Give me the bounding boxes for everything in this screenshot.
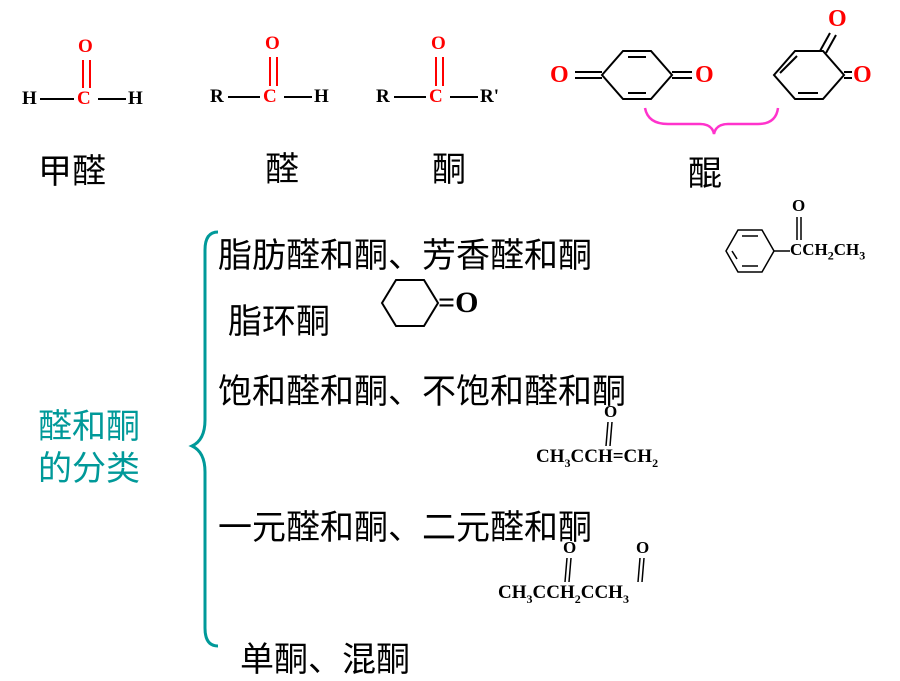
ketone-carbon: C xyxy=(429,86,443,107)
formaldehyde-h-right: H xyxy=(128,88,143,109)
quinone-name: 醌 xyxy=(688,154,722,194)
acac-o1: O xyxy=(563,538,577,557)
acac-formula: CH3CCH2CCH3 xyxy=(498,582,629,606)
mvk-formula: CH3CCH=CH2 xyxy=(536,446,659,470)
formaldehyde-oxygen: O xyxy=(78,36,93,57)
aldehyde-carbon: C xyxy=(263,86,277,107)
ketone-r-prime: R' xyxy=(480,86,499,107)
formaldehyde-name: 甲醛 xyxy=(38,152,106,192)
aldehyde-name: 醛 xyxy=(265,150,299,190)
o-quinone-oxygen-right: O xyxy=(853,62,872,88)
cyclohexanone-o: =O xyxy=(438,286,479,319)
ketone-r: R xyxy=(376,86,390,107)
formaldehyde-carbon: C xyxy=(77,88,91,109)
propiophenone-chain: CCH2CH3 xyxy=(790,240,866,263)
class-item-saturated-unsaturated: 饱和醛和酮、不饱和醛和酮 xyxy=(218,372,626,412)
o-quinone-oxygen-top: O xyxy=(828,6,847,32)
p-quinone-oxygen-right: O xyxy=(695,62,714,88)
classification-label-line1: 醛和酮 xyxy=(38,407,140,447)
ketone-oxygen: O xyxy=(431,33,446,54)
class-item-simple-mixed: 单酮、混酮 xyxy=(240,640,410,680)
acac-o2: O xyxy=(636,538,650,557)
class-item-aliphatic-aromatic: 脂肪醛和酮、芳香醛和酮 xyxy=(218,236,592,276)
formaldehyde-h-left: H xyxy=(22,88,37,109)
aldehyde-r: R xyxy=(210,86,224,107)
classification-label-line2: 的分类 xyxy=(38,449,140,489)
class-item-mono-di: 一元醛和酮、二元醛和酮 xyxy=(218,508,592,548)
ketone-name: 酮 xyxy=(432,150,466,190)
class-item-alicyclic: 脂环酮 xyxy=(228,302,330,342)
aldehyde-oxygen: O xyxy=(265,33,280,54)
aldehyde-h: H xyxy=(314,86,329,107)
mvk-o: O xyxy=(604,402,618,421)
propiophenone-o: O xyxy=(792,196,806,215)
classification-label: 醛和酮 的分类 xyxy=(38,406,140,490)
p-quinone-oxygen-left: O xyxy=(550,62,569,88)
